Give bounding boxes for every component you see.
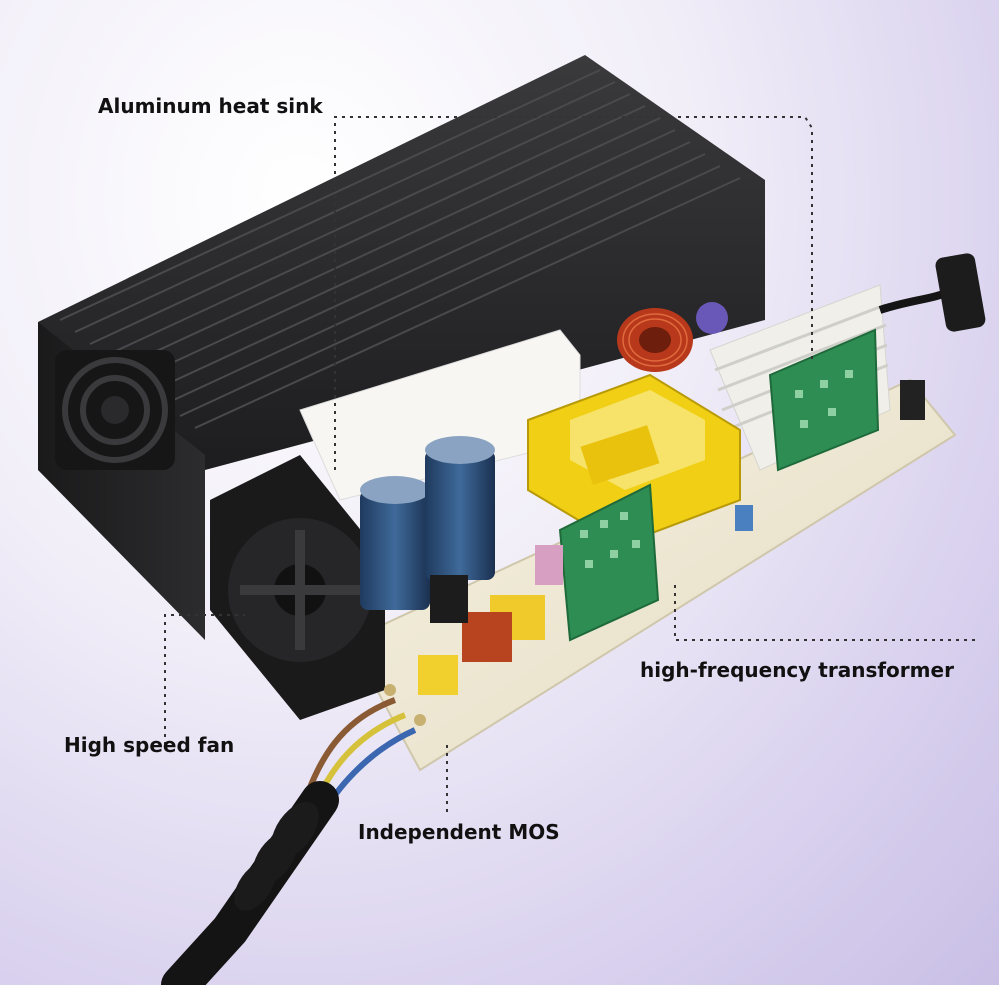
heat-sink-label: Aluminum heat sink	[98, 94, 323, 118]
high-frequency-transformer	[527, 373, 741, 547]
capacitors	[360, 436, 495, 610]
output-cable	[878, 253, 986, 332]
heat-sink-callout-line	[334, 116, 813, 470]
small-components	[384, 380, 925, 726]
power-cable	[161, 697, 417, 985]
transformer-label: high-frequency transformer	[640, 658, 954, 682]
transformer-callout-line	[674, 585, 980, 641]
rear-fan-grille	[55, 350, 175, 470]
daughter-board-left	[558, 483, 660, 642]
fan-label: High speed fan	[64, 733, 235, 757]
copper-inductor	[617, 302, 728, 372]
aluminum-heat-sink	[38, 55, 765, 640]
mos-label: Independent MOS	[358, 820, 560, 844]
fan-callout-line	[164, 614, 245, 745]
high-speed-fan	[210, 455, 385, 720]
callout-lines	[164, 116, 980, 812]
daughter-board-right	[768, 328, 880, 472]
